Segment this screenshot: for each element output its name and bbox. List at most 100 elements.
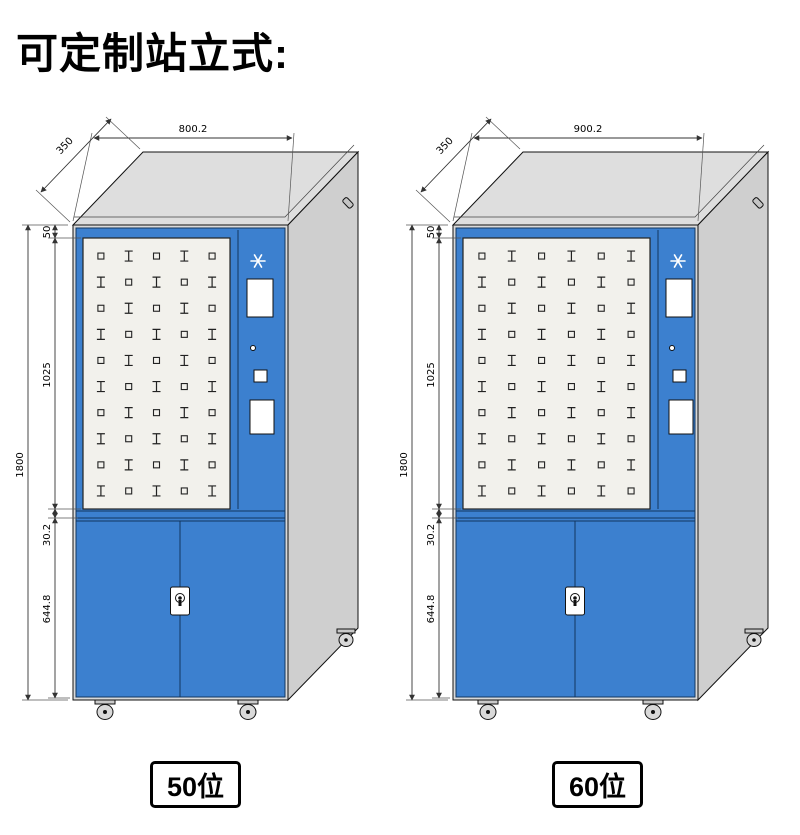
key-slot-icon <box>124 302 133 314</box>
control-column <box>657 230 694 509</box>
lower-doors <box>75 510 286 698</box>
key-slot-icon <box>180 302 189 314</box>
key-slot-icon <box>507 407 516 419</box>
caster-icon <box>744 628 764 647</box>
key-slot-icon <box>538 252 546 260</box>
small-port <box>672 369 687 383</box>
key-slot-icon <box>125 487 133 495</box>
key-slot-icon <box>627 250 636 262</box>
key-slot-icon <box>478 461 486 469</box>
key-slot-icon <box>152 252 161 260</box>
key-slot-icon <box>627 278 635 286</box>
key-slot-icon <box>508 330 516 338</box>
key-slot-icon <box>597 461 605 469</box>
key-slot-icon <box>537 485 546 497</box>
key-slot-icon <box>597 409 605 417</box>
key-slot-icon <box>208 461 216 469</box>
key-slot-icon <box>538 304 546 312</box>
key-slot-icon <box>627 302 636 314</box>
dim-top-gap-label: 50 <box>42 226 53 239</box>
key-slot-icon <box>208 356 216 365</box>
key-slot-icon <box>180 407 189 419</box>
key-slot-icon <box>597 380 606 393</box>
key-slot-icon <box>478 409 486 417</box>
key-slot-icon <box>180 382 188 391</box>
key-slot-icon <box>538 356 546 365</box>
screen-window <box>246 278 274 318</box>
key-slot-icon <box>567 330 575 338</box>
top-bevel-edge <box>454 144 765 218</box>
key-slot-icon <box>125 278 133 286</box>
key-slot-icon <box>478 356 486 365</box>
key-slot-icon <box>97 409 105 417</box>
key-slot-icon <box>537 328 546 340</box>
key-slot-icon <box>208 276 217 288</box>
dim-panel-height-label: 1025 <box>426 362 437 387</box>
machine-drawing-50: 800.2 350 1800 50 1025 30.2 644.8 <box>15 116 360 720</box>
machine-drawing-60: 900.2 350 1800 50 1025 30.2 644.8 <box>399 116 770 720</box>
caster-icon <box>642 699 664 720</box>
key-slot-icon <box>478 252 486 260</box>
dim-door-height-label: 644.8 <box>426 595 437 624</box>
key-slot-icon <box>180 278 188 286</box>
key-slot-icon <box>125 330 133 338</box>
key-slot-icon <box>597 485 606 497</box>
key-slot-icon <box>538 461 546 469</box>
key-slot-grid <box>477 250 636 497</box>
key-slot-icon <box>567 302 576 314</box>
key-slot-icon <box>508 278 516 286</box>
key-slot-icon <box>97 304 105 312</box>
key-slot-icon <box>477 276 486 288</box>
key-slot-icon <box>597 433 606 445</box>
dim-stack: 50 1025 30.2 644.8 <box>426 224 461 699</box>
key-slot-icon <box>180 250 189 262</box>
indicator-dot <box>250 345 256 351</box>
caster-icon <box>237 699 259 720</box>
key-slot-icon <box>180 435 188 443</box>
key-slot-icon <box>152 276 161 288</box>
key-slot-icon <box>125 435 133 443</box>
key-slot-icon <box>208 485 217 497</box>
dim-total-height: 1800 <box>15 224 68 701</box>
key-slot-icon <box>567 487 575 495</box>
dim-depth-label: 350 <box>55 136 76 157</box>
key-slot-icon <box>627 330 635 338</box>
dim-stack: 50 1025 30.2 644.8 <box>42 224 81 699</box>
key-slot-icon <box>97 461 105 469</box>
key-slot-icon <box>97 252 105 260</box>
key-board-panel <box>462 237 651 510</box>
dim-total-height-label: 1800 <box>399 452 410 477</box>
key-slot-icon <box>96 276 105 288</box>
top-bevel-edge <box>74 144 355 218</box>
casters <box>477 628 764 720</box>
key-slot-icon <box>208 380 217 393</box>
caster-icon <box>477 699 499 720</box>
key-slot-icon <box>180 459 189 471</box>
key-slot-icon <box>508 382 516 391</box>
key-slot-icon <box>152 485 161 497</box>
key-slot-icon <box>208 409 216 417</box>
key-slot-icon <box>507 459 516 471</box>
key-slot-icon <box>124 354 133 367</box>
key-slot-icon <box>627 354 636 367</box>
cabinet-side-face <box>697 150 769 702</box>
key-slot-icon <box>208 433 217 445</box>
dispense-port <box>668 399 694 435</box>
key-slot-icon <box>567 407 576 419</box>
control-column <box>237 230 275 509</box>
screen-window <box>665 278 693 318</box>
dim-door-height-label: 644.8 <box>42 595 53 624</box>
key-slot-icon <box>477 380 486 393</box>
key-slot-icon <box>507 302 516 314</box>
key-slot-icon <box>478 304 486 312</box>
key-slot-icon <box>97 356 105 365</box>
key-slot-icon <box>180 330 188 338</box>
key-slot-grid <box>96 250 217 497</box>
casters <box>94 628 356 720</box>
page-title: 可定制站立式: <box>16 30 289 77</box>
key-slot-icon <box>567 354 576 367</box>
key-slot-icon <box>96 380 105 393</box>
key-slot-icon <box>508 487 516 495</box>
key-slot-icon <box>627 382 635 391</box>
snowflake-icon <box>250 254 266 268</box>
